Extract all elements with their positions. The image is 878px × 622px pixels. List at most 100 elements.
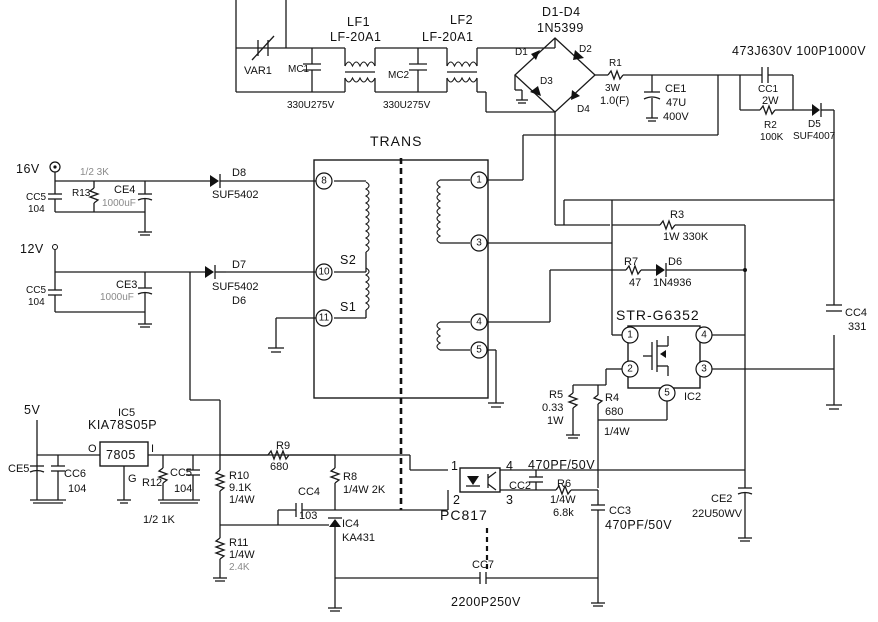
d5-label: D5 — [808, 119, 821, 130]
r12-value: 1/2 1K — [143, 514, 175, 526]
varistor-var1: VAR1 — [244, 35, 275, 77]
ic2-pin-4: 4 — [701, 330, 707, 341]
r10-label: R10 — [229, 470, 249, 482]
lf1-value: LF-20A1 — [330, 30, 381, 44]
capacitor-mc2: MC2 330U275V — [383, 48, 431, 111]
r12-label: R12 — [142, 477, 162, 489]
snubber-section: 473J630V 100P1000V CC1 2W R2 100K D5 SUF… — [563, 44, 866, 305]
r1-ce1-section: R1 3W 1.0(F) CE1 47U 400V — [488, 58, 740, 181]
cc7-label: CC7 — [472, 559, 494, 571]
ic5-label: IC5 — [118, 407, 135, 419]
r13-label: R13 — [72, 188, 91, 199]
output-caps-section: CC3 470PF/50V CE2 22U50WV CC7 2200P250V — [451, 470, 753, 609]
lf2-value: LF-20A1 — [422, 30, 473, 44]
mc1-value: 330U275V — [287, 100, 335, 111]
ic2-label: IC2 — [684, 391, 701, 403]
d5-value: SUF4007 — [793, 131, 836, 142]
cc4-label: CC4 — [845, 307, 867, 319]
ic4-value: KA431 — [342, 532, 375, 544]
cap-470pf-top: 470PF/50V — [528, 458, 595, 472]
r3-value: 1W 330K — [663, 231, 709, 243]
r9-label: R9 — [276, 440, 290, 452]
mc2-value: 330U275V — [383, 100, 431, 111]
ic2-pin-3: 3 — [701, 364, 707, 375]
r6-value-a: 1/4W — [550, 494, 576, 506]
d8-label: D8 — [232, 167, 246, 179]
d4-label: D4 — [577, 104, 590, 115]
lf1-name: LF1 — [347, 15, 370, 29]
ce2-value: 22U50WV — [692, 508, 743, 520]
regulator-o-pin: O — [88, 443, 97, 455]
ce1-value-a: 47U — [666, 97, 686, 109]
r6-label: R6 — [557, 478, 571, 490]
ic2-pin-1: 1 — [627, 330, 633, 341]
cc3-value: 470PF/50V — [605, 518, 672, 532]
r4-label: R4 — [605, 392, 619, 404]
ce4-value: 1000uF — [102, 198, 136, 209]
pc817-pin3: 3 — [506, 493, 513, 507]
r1-value-b: 1.0(F) — [600, 95, 629, 107]
trans-pin-4: 4 — [476, 317, 482, 328]
r13-value: 1/2 3K — [80, 167, 109, 178]
mc2-label: MC2 — [388, 70, 410, 81]
d6-value: 1N4936 — [653, 277, 692, 289]
optocoupler-pc817: 1 2 3 4 PC817 470PF/50V CC2 R6 1/4W 6.8k — [440, 458, 745, 570]
var1-label: VAR1 — [244, 65, 272, 77]
cc5-low-value: 104 — [174, 483, 192, 495]
cc1-label: CC1 — [758, 84, 778, 95]
r4-power: 1/4W — [604, 426, 630, 438]
ic2-body — [627, 325, 701, 389]
ce4-label: CE4 — [114, 184, 135, 196]
v12-label: 12V — [20, 242, 44, 256]
d1-label: D1 — [515, 47, 528, 58]
r10-value-b: 1/4W — [229, 494, 255, 506]
line-filter-lf2: LF2 LF-20A1 — [422, 13, 478, 92]
pc817-pin1: 1 — [451, 459, 458, 473]
cc3-label: CC3 — [609, 505, 631, 517]
r3-label: R3 — [670, 209, 684, 221]
cc5-low-label: CC5 — [170, 467, 192, 479]
sense-resistors: R5 0.33 1W R4 680 1/4W — [542, 368, 668, 488]
output-12v: 12V CC5 104 CE3 1000uF D7 SUF5402 D6 — [20, 242, 316, 455]
pc817-pin4: 4 — [506, 459, 513, 473]
cc6-label: CC6 — [64, 468, 86, 480]
cc4-low-label: CC4 — [298, 486, 320, 498]
r6-value-b: 6.8k — [553, 507, 574, 519]
r1-label: R1 — [609, 58, 622, 69]
capacitor-mc1: MC1 330U275V — [287, 48, 335, 111]
r7-value: 47 — [629, 277, 641, 289]
r2-value: 100K — [760, 132, 784, 143]
regulator-5v-section: 5V IC5 KIA78S05P 7805 O I G CE5 CC6 104 … — [8, 403, 335, 526]
trans-pin-1: 1 — [476, 175, 482, 186]
lf2-name: LF2 — [450, 13, 473, 27]
d7-value: SUF5402 — [212, 281, 258, 293]
ic4-label: IC4 — [342, 518, 359, 530]
r2-power: 2W — [762, 95, 779, 107]
ic2-name: STR-G6352 — [616, 307, 700, 323]
cc4-value: 331 — [848, 321, 866, 333]
d1d4-name: D1-D4 — [542, 5, 581, 19]
regulator-name: 7805 — [106, 448, 136, 462]
d6-secondary-label: D6 — [232, 295, 246, 307]
s2-label: S2 — [340, 253, 356, 267]
r5-label: R5 — [549, 389, 563, 401]
ce5-label: CE5 — [8, 463, 29, 475]
r10-value-a: 9.1K — [229, 482, 252, 494]
trans-pin-5: 5 — [476, 345, 482, 356]
ce3-label: CE3 — [116, 279, 137, 291]
cc2-label: CC2 — [509, 480, 531, 492]
transformer-label: TRANS — [370, 133, 422, 149]
d7-label: D7 — [232, 259, 246, 271]
v16-label: 16V — [16, 162, 40, 176]
cc5-top-value: 104 — [28, 204, 45, 215]
regulator-i-pin: I — [151, 443, 154, 455]
r4-value: 680 — [605, 406, 623, 418]
d2-label: D2 — [579, 44, 592, 55]
trans-pin-10: 10 — [318, 267, 330, 278]
cc5-mid-label: CC5 — [26, 285, 46, 296]
ic2-pin-5: 5 — [664, 388, 670, 399]
output-16v: 16V 1/2 3K R13 CC5 104 CE4 1000uF D8 — [16, 161, 316, 236]
pc817-pin2: 2 — [453, 493, 460, 507]
r11-value-a: 1/4W — [229, 549, 255, 561]
